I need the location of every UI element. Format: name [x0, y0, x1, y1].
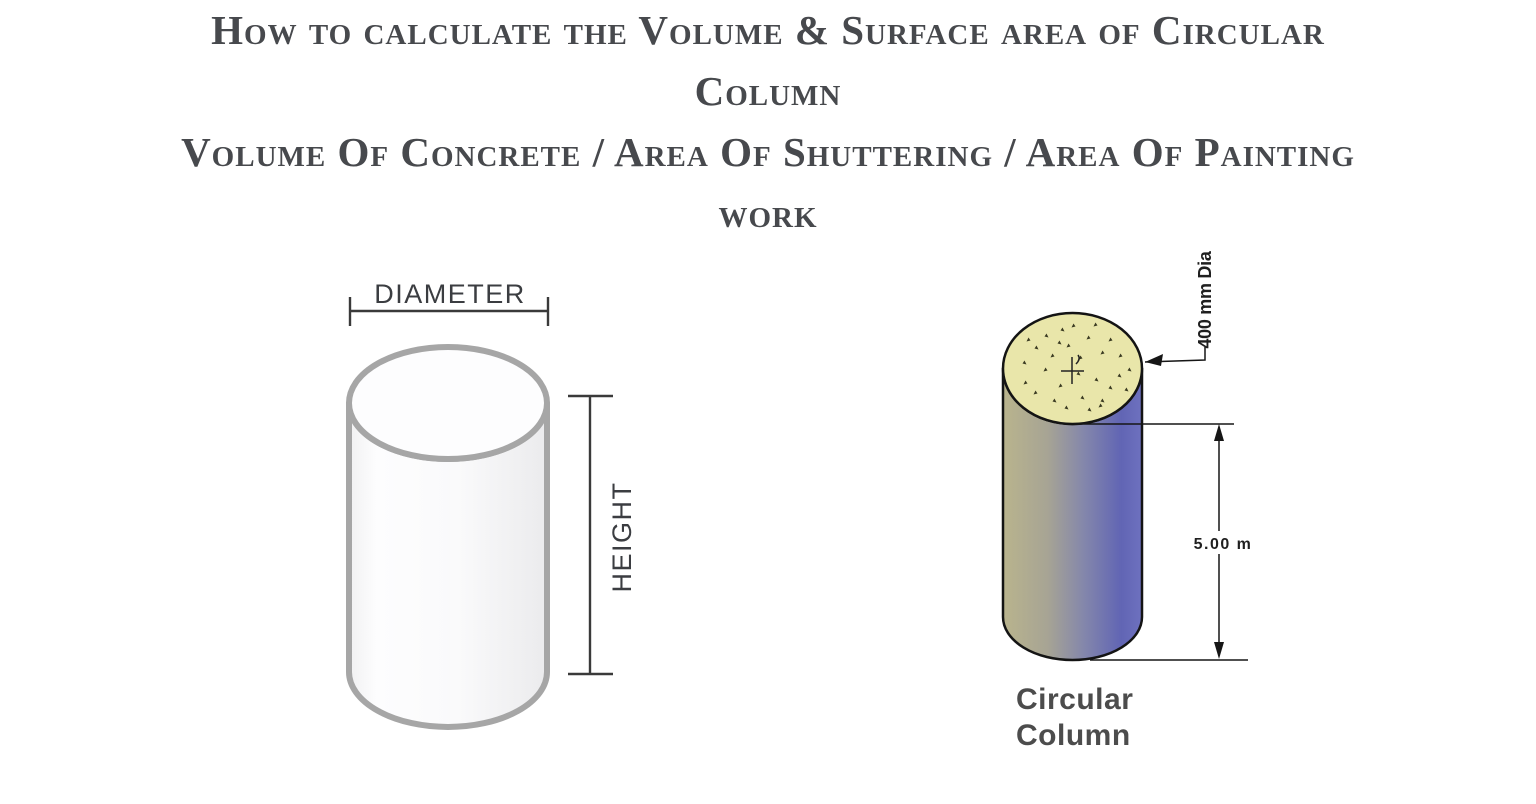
height-dimension-right: 5.00 m	[1074, 423, 1256, 661]
center-mark	[1061, 354, 1084, 384]
title-line-3: Volume Of Concrete / Area Of Shuttering …	[181, 129, 1355, 175]
caption-line-2: Column	[1016, 719, 1131, 752]
leader-arrowhead-icon	[1145, 354, 1163, 366]
height-dimension: HEIGHT	[568, 394, 637, 676]
title-line-1: How to calculate the Volume & Surface ar…	[211, 7, 1325, 53]
circular-column-diagram: 400 mm Dia 5.00 m Circular Column	[1001, 250, 1256, 752]
center-mark-hook	[1075, 354, 1080, 365]
height-annotation: 5.00 m	[1194, 536, 1253, 553]
dimension-arrow-up-icon	[1214, 424, 1224, 441]
diameter-annotation: 400 mm Dia	[1195, 250, 1215, 348]
page-title: How to calculate the Volume & Surface ar…	[0, 0, 1536, 244]
dimension-value-mask	[1190, 531, 1256, 554]
title-line-4: work	[718, 190, 818, 236]
diameter-label: DIAMETER	[374, 279, 526, 309]
diameter-dimension: DIAMETER	[348, 279, 550, 326]
dimension-arrow-down-icon	[1214, 642, 1224, 659]
caption-line-1: Circular	[1016, 683, 1133, 716]
title-line-2: Column	[694, 68, 842, 114]
diameter-leader: 400 mm Dia	[1144, 250, 1215, 366]
height-label: HEIGHT	[607, 481, 637, 592]
leader-line	[1144, 347, 1206, 363]
plain-cylinder-diagram: DIAMETER HEIGHT	[346, 279, 637, 730]
cylinder-top-face	[346, 344, 550, 462]
column-caption: Circular Column	[1016, 683, 1142, 752]
